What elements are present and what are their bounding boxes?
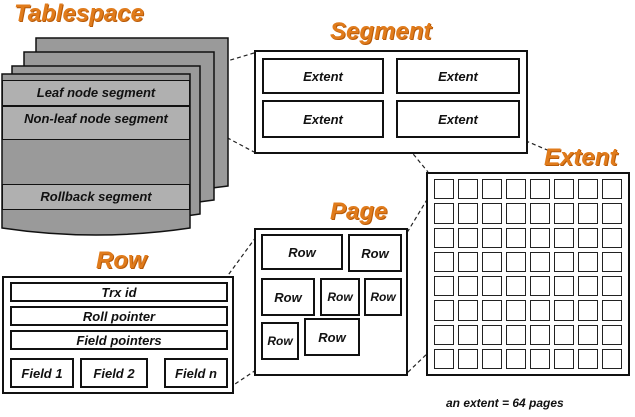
extent-page-cell — [506, 203, 526, 224]
extent-page-cell — [482, 300, 502, 321]
extent-page-cell — [530, 300, 550, 321]
segment-non-leaf-node: Non-leaf node segment — [2, 106, 190, 140]
extent-page-cell — [458, 324, 478, 345]
extent-page-cell — [434, 324, 454, 345]
segment-leaf-node: Leaf node segment — [2, 80, 190, 106]
row-field-2: Field 2 — [80, 358, 148, 388]
extent-page-grid — [426, 172, 630, 376]
extent-page-cell — [578, 203, 598, 224]
extent-page-cell — [458, 276, 478, 297]
segment-extent-4: Extent — [396, 100, 520, 138]
extent-page-cell — [602, 203, 622, 224]
segment-title: Segment — [330, 18, 432, 45]
segment-extent-1: Extent — [262, 58, 384, 94]
extent-page-cell — [578, 179, 598, 200]
extent-page-cell — [530, 251, 550, 272]
extent-page-cell — [506, 251, 526, 272]
extent-page-cell — [602, 276, 622, 297]
extent-page-cell — [602, 227, 622, 248]
extent-page-cell — [434, 203, 454, 224]
extent-page-cell — [554, 300, 574, 321]
row-field-n: Field n — [164, 358, 228, 388]
segment-rollback-label: Rollback segment — [40, 189, 152, 204]
extent-page-cell — [602, 179, 622, 200]
extent-page-cell — [482, 276, 502, 297]
extent-page-cell — [506, 348, 526, 369]
extent-page-cell — [530, 348, 550, 369]
segment-container: Extent Extent Extent Extent — [254, 50, 528, 154]
extent-page-cell — [458, 251, 478, 272]
extent-page-cell — [578, 276, 598, 297]
tablespace-title: Tablespace — [14, 0, 144, 27]
extent-page-cell — [458, 179, 478, 200]
segment-extent-2: Extent — [396, 58, 520, 94]
page-row-5: Row — [364, 278, 402, 316]
extent-page-cell — [554, 276, 574, 297]
extent-page-cell — [482, 179, 502, 200]
extent-page-cell — [554, 324, 574, 345]
extent-page-cell — [530, 227, 550, 248]
segment-extent-3: Extent — [262, 100, 384, 138]
extent-page-cell — [482, 227, 502, 248]
row-container: Trx id Roll pointer Field pointers Field… — [2, 276, 234, 394]
extent-page-cell — [458, 348, 478, 369]
page-row-2: Row — [348, 234, 402, 272]
extent-page-cell — [482, 324, 502, 345]
extent-page-cell — [482, 348, 502, 369]
row-trx-id: Trx id — [10, 282, 228, 302]
extent-page-cell — [602, 348, 622, 369]
extent-page-cell — [434, 227, 454, 248]
extent-page-cell — [506, 300, 526, 321]
row-roll-pointer: Roll pointer — [10, 306, 228, 326]
extent-page-cell — [602, 324, 622, 345]
segment-rollback: Rollback segment — [2, 184, 190, 210]
extent-page-cell — [434, 179, 454, 200]
page-row-7: Row — [304, 318, 360, 356]
extent-page-cell — [530, 276, 550, 297]
segment-non-leaf-node-label: Non-leaf node segment — [24, 111, 168, 126]
extent-page-cell — [554, 203, 574, 224]
extent-page-cell — [434, 276, 454, 297]
extent-page-cell — [434, 300, 454, 321]
extent-page-cell — [434, 348, 454, 369]
row-title: Row — [96, 247, 147, 274]
extent-page-cell — [578, 348, 598, 369]
extent-page-cell — [578, 324, 598, 345]
extent-page-cell — [578, 227, 598, 248]
extent-page-cell — [602, 300, 622, 321]
extent-page-cell — [530, 324, 550, 345]
extent-page-cell — [434, 251, 454, 272]
extent-page-cell — [506, 227, 526, 248]
row-field-pointers: Field pointers — [10, 330, 228, 350]
extent-page-cell — [458, 300, 478, 321]
page-row-4: Row — [320, 278, 360, 316]
extent-page-cell — [554, 179, 574, 200]
extent-page-cell — [482, 251, 502, 272]
extent-footnote: an extent = 64 pages — [446, 396, 564, 410]
extent-title: Extent — [544, 144, 618, 171]
page-row-6: Row — [261, 322, 299, 360]
extent-page-cell — [506, 276, 526, 297]
page-row-1: Row — [261, 234, 343, 270]
extent-page-cell — [578, 300, 598, 321]
extent-page-cell — [506, 324, 526, 345]
extent-page-cell — [554, 348, 574, 369]
extent-page-cell — [458, 227, 478, 248]
page-title: Page — [330, 198, 388, 225]
extent-page-cell — [530, 179, 550, 200]
page-row-3: Row — [261, 278, 315, 316]
segment-leaf-node-label: Leaf node segment — [36, 85, 156, 100]
extent-page-cell — [530, 203, 550, 224]
extent-page-cell — [506, 179, 526, 200]
page-container: Row Row Row Row Row Row Row — [254, 228, 408, 376]
row-field-1: Field 1 — [10, 358, 74, 388]
extent-page-cell — [458, 203, 478, 224]
extent-page-cell — [554, 227, 574, 248]
extent-page-cell — [578, 251, 598, 272]
extent-page-cell — [554, 251, 574, 272]
extent-page-cell — [602, 251, 622, 272]
extent-page-cell — [482, 203, 502, 224]
